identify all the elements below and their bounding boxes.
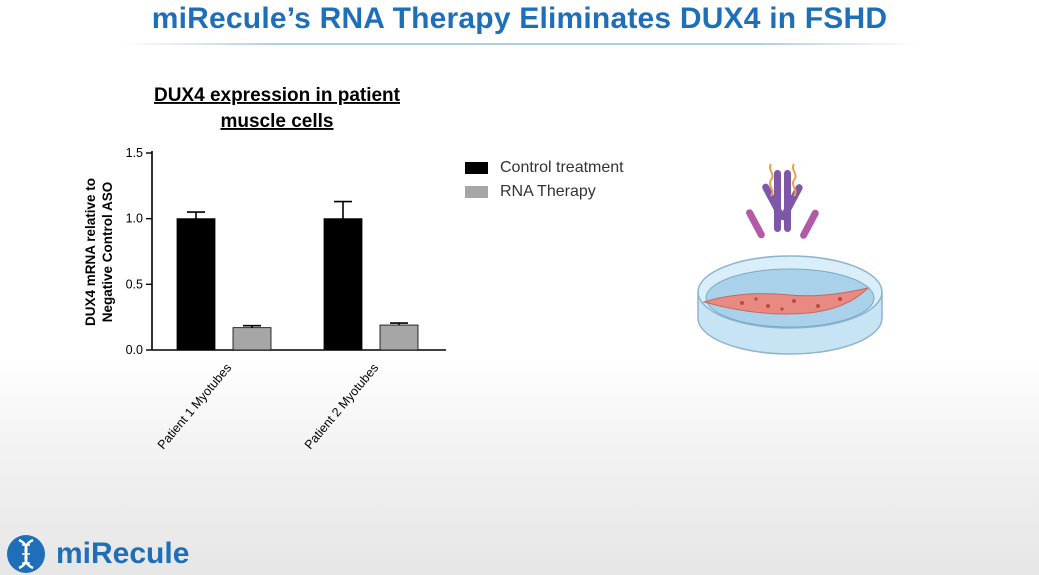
chart-title-line: muscle cells: [220, 111, 333, 132]
bar: [379, 324, 419, 351]
y-tick-label: 0.5: [126, 277, 143, 291]
bar: [176, 218, 216, 351]
petri-dish-icon: [697, 255, 883, 355]
bar: [232, 327, 272, 351]
petri-dish-antibody-illustration: [697, 163, 883, 355]
slide-title: miRecule’s RNA Therapy Eliminates DUX4 i…: [151, 2, 888, 35]
logo-text: miRecule: [56, 537, 190, 570]
title-underline: [120, 43, 920, 45]
legend-item-control: Control treatment: [465, 156, 624, 180]
antibody-icon: [746, 163, 819, 239]
bar: [323, 218, 363, 351]
y-axis-label-line: Negative Control ASO: [100, 182, 115, 323]
x-tick-label: Patient 2 Myotubes: [302, 361, 382, 452]
y-tick-label: 0.0: [126, 343, 143, 357]
y-tick-label: 1.5: [126, 146, 143, 160]
y-tick-label: 1.0: [126, 212, 143, 226]
legend-label-control: Control treatment: [500, 159, 624, 176]
legend-label-rna-therapy: RNA Therapy: [500, 183, 596, 200]
legend-swatch-control: [465, 162, 488, 174]
legend-item-rna-therapy: RNA Therapy: [465, 180, 624, 204]
y-axis-label-line: DUX4 mRNA relative to: [83, 178, 98, 326]
company-logo: miRecule: [6, 534, 189, 574]
x-tick-label: Patient 1 Myotubes: [155, 361, 235, 452]
legend-swatch-rna-therapy: [465, 186, 488, 198]
dna-helix-icon: [7, 535, 45, 573]
bar-chart: DUX4 expression in patient muscle cellsDU…: [83, 85, 446, 452]
chart-legend: Control treatment RNA Therapy: [465, 156, 624, 204]
chart-title-line: DUX4 expression in patient: [154, 85, 401, 106]
